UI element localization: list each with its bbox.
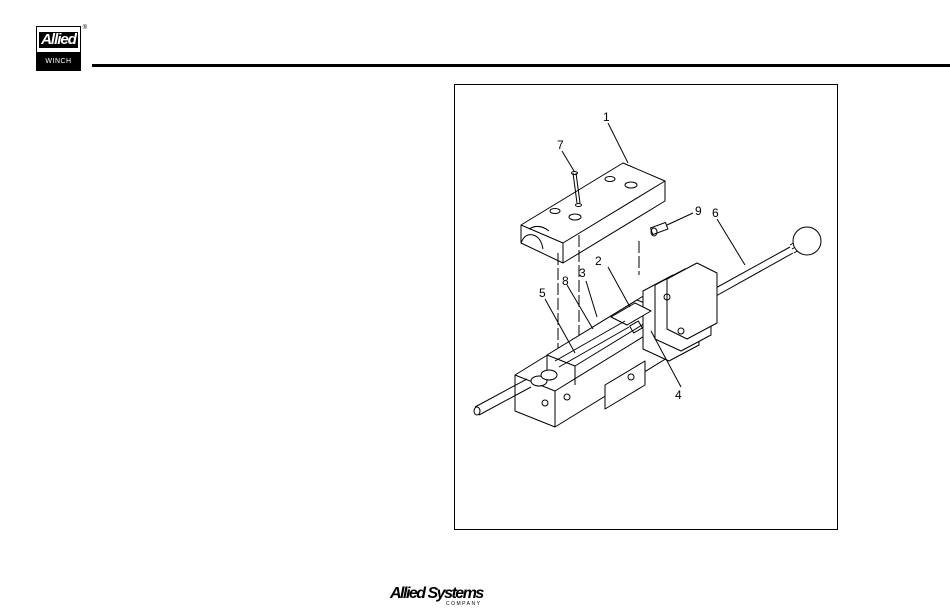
callout-7: 7 [557, 138, 564, 152]
part-6-lever [703, 227, 821, 301]
gate-plates [643, 263, 717, 361]
header-rule [92, 64, 950, 67]
callout-2: 2 [595, 254, 602, 268]
logo-registered-mark: ® [83, 25, 87, 31]
callout-1: 1 [603, 110, 610, 124]
callout-4: 4 [675, 388, 682, 402]
callout-5: 5 [539, 286, 546, 300]
callout-3: 3 [579, 266, 586, 280]
callout-6: 6 [712, 206, 719, 220]
exploded-view-figure: 1 2 3 4 5 6 7 8 9 [454, 84, 838, 530]
part-9-screw [650, 222, 667, 236]
allied-winch-logo: Allied ® WINCH [36, 26, 81, 71]
logo-word: Allied [39, 32, 78, 48]
logo-tagline: WINCH [37, 52, 80, 70]
footer-company-name: Allied Systems [390, 586, 490, 602]
callout-8: 8 [562, 274, 569, 288]
part-1-cover [521, 163, 665, 263]
logo-wordmark: Allied [37, 27, 80, 52]
callout-9: 9 [695, 204, 702, 218]
exploded-view-drawing: 1 2 3 4 5 6 7 8 9 [455, 85, 839, 531]
footer-company-sub: COMPANY [446, 601, 481, 607]
allied-systems-logo: Allied Systems COMPANY [390, 586, 490, 608]
